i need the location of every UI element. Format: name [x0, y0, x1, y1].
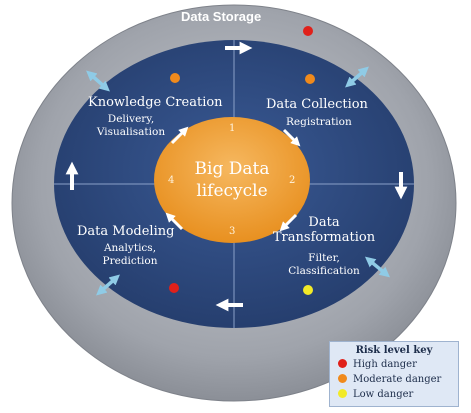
- outer-flow-arrows: [65, 41, 408, 312]
- title-line: Data: [308, 215, 340, 230]
- title-line: Transformation: [272, 230, 376, 245]
- storage-exchange-arrows: [86, 66, 391, 296]
- stage-title-data-transformation: Data Transformation: [268, 215, 380, 245]
- stage-number-2: 2: [289, 175, 296, 186]
- stage-subtitle-data-collection: Registration: [286, 116, 352, 128]
- center-title-line: lifecycle: [196, 181, 268, 201]
- center-circle: [154, 117, 310, 243]
- risk-dot-high: [303, 26, 313, 36]
- stage-subtitle-data-transformation: Filter, Classification: [278, 252, 370, 278]
- subtitle-line: Delivery,: [107, 113, 155, 125]
- double-arrow-icon: [364, 256, 391, 278]
- subtitle-line: Visualisation: [96, 126, 166, 138]
- stage-subtitle-knowledge-creation: Delivery, Visualisation: [90, 113, 172, 139]
- risk-dot-moderate: [170, 73, 180, 83]
- risk-dot-high: [169, 283, 179, 293]
- arrow-inner-4: [170, 126, 189, 145]
- risk-key-row-low: Low danger: [338, 389, 413, 400]
- double-arrow-icon: [345, 66, 369, 88]
- risk-key-label: High danger: [353, 359, 417, 370]
- subtitle-line: Filter,: [308, 252, 340, 264]
- subtitle-line: Analytics,: [103, 242, 157, 254]
- low-danger-dot: [338, 389, 347, 398]
- subtitle-line: Classification: [288, 265, 360, 277]
- risk-key-row-high: High danger: [338, 359, 417, 370]
- center-title-line: Big Data: [194, 159, 270, 179]
- arrow-inner-2: [279, 213, 298, 232]
- stage-title-data-collection: Data Collection: [266, 97, 368, 112]
- stage-number-1: 1: [229, 123, 236, 134]
- stage-title-knowledge-creation: Knowledge Creation: [88, 95, 223, 110]
- risk-level-key: Risk level key High danger Moderate dang…: [329, 341, 459, 407]
- arrow-inner-3: [165, 212, 184, 231]
- risk-key-row-moderate: Moderate danger: [338, 374, 441, 385]
- risk-dot-low: [303, 285, 313, 295]
- double-arrow-icon: [86, 70, 110, 92]
- high-danger-dot: [338, 359, 347, 368]
- risk-key-title: Risk level key: [355, 345, 433, 356]
- stage-number-3: 3: [229, 226, 236, 237]
- center-title: Big Data lifecycle: [182, 158, 282, 202]
- subtitle-line: Prediction: [102, 255, 158, 267]
- arrow-inner-1: [282, 128, 301, 147]
- risk-key-label: Moderate danger: [353, 374, 442, 385]
- moderate-danger-dot: [338, 374, 347, 383]
- risk-dot-moderate: [305, 74, 315, 84]
- stage-number-4: 4: [168, 175, 175, 186]
- inner-flow-arrows: [165, 126, 301, 232]
- stage-subtitle-data-modeling: Analytics, Prediction: [90, 242, 170, 268]
- data-storage-label: Data Storage: [181, 9, 262, 24]
- stage-title-data-modeling: Data Modeling: [77, 224, 175, 239]
- risk-key-label: Low danger: [353, 389, 414, 400]
- double-arrow-icon: [96, 274, 120, 296]
